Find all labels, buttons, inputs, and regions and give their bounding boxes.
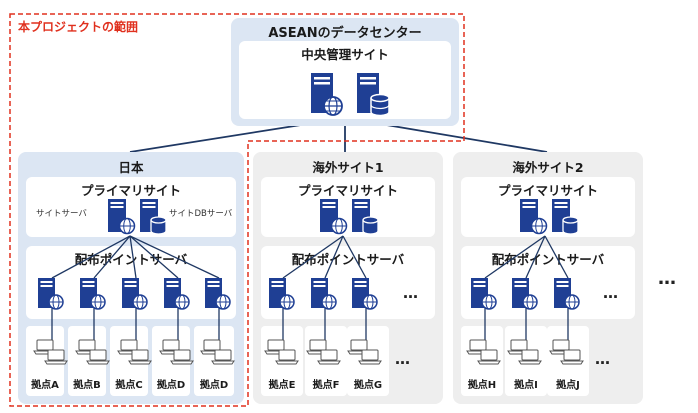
- site-db-server-icon: [352, 199, 379, 235]
- site-server-icon: [520, 199, 548, 235]
- location-label: 拠点D: [199, 380, 229, 391]
- central-site-box: 中央管理サイト: [239, 41, 451, 119]
- central-site-title: 中央管理サイト: [301, 47, 389, 62]
- site2-distribution-title: 配布ポイントサーバ: [491, 252, 605, 267]
- project-scope-label: 本プロジェクトの範囲: [18, 20, 139, 34]
- location-card-j: 拠点J: [547, 326, 589, 396]
- region-overseas-2-title: 海外サイト2: [512, 160, 584, 175]
- location-label: 拠点G: [353, 380, 383, 391]
- location-label: 拠点H: [467, 380, 497, 391]
- region-overseas-2: 海外サイト2 プライマリサイト 配布ポイントサーバ … 拠点H 拠点I 拠点J …: [453, 152, 643, 404]
- location-card-c: 拠点C: [110, 326, 148, 396]
- asean-datacenter-region: ASEANのデータセンター 中央管理サイト: [231, 18, 459, 126]
- region-overseas-1-title: 海外サイト1: [312, 160, 384, 175]
- site-server-label: サイトサーバ: [36, 209, 87, 219]
- location-card-f: 拠点F: [305, 326, 347, 396]
- location-label: 拠点B: [73, 380, 101, 391]
- location-label: 拠点I: [514, 380, 538, 391]
- site1-primary-site-box: プライマリサイト: [261, 177, 435, 237]
- site2-primary-site-box: プライマリサイト: [461, 177, 635, 237]
- site-db-server-icon: [140, 199, 167, 235]
- japan-primary-site-box: プライマリサイト サイトサーバ サイトDBサーバ: [26, 177, 236, 237]
- site1-distribution-title: 配布ポイントサーバ: [291, 252, 405, 267]
- japan-distribution-box: 配布ポイントサーバ: [26, 246, 236, 319]
- more-locations-ellipsis: …: [395, 350, 411, 368]
- location-card-d: 拠点D: [152, 326, 190, 396]
- asean-title: ASEANのデータセンター: [268, 26, 422, 41]
- site-db-server-label: サイトDBサーバ: [169, 209, 233, 219]
- region-japan: 日本 プライマリサイト サイトサーバ サイトDBサーバ 配布ポイントサーバ 拠点…: [18, 152, 244, 404]
- site-db-server-icon: [552, 199, 579, 235]
- japan-primary-title: プライマリサイト: [80, 183, 181, 198]
- location-card-d2: 拠点D: [194, 326, 234, 396]
- site1-distribution-box: 配布ポイントサーバ …: [261, 246, 435, 319]
- japan-distribution-title: 配布ポイントサーバ: [74, 252, 188, 267]
- location-card-h: 拠点H: [461, 326, 503, 396]
- location-label: 拠点J: [556, 380, 580, 391]
- location-label: 拠点C: [115, 380, 143, 391]
- more-locations-ellipsis: …: [595, 350, 611, 368]
- site1-primary-title: プライマリサイト: [297, 183, 398, 198]
- site2-primary-title: プライマリサイト: [497, 183, 598, 198]
- site2-distribution-box: 配布ポイントサーバ …: [461, 246, 635, 319]
- location-label: 拠点F: [312, 380, 340, 391]
- region-overseas-1: 海外サイト1 プライマリサイト 配布ポイントサーバ … 拠点E 拠点F 拠点G …: [253, 152, 443, 404]
- location-label: 拠点A: [31, 380, 59, 391]
- region-japan-title: 日本: [118, 160, 144, 175]
- database-server-icon: [357, 73, 389, 117]
- more-servers-ellipsis: …: [403, 284, 419, 302]
- web-server-icon: [311, 73, 343, 116]
- location-label: 拠点E: [268, 380, 296, 391]
- more-servers-ellipsis: …: [603, 284, 619, 302]
- location-label: 拠点D: [156, 380, 186, 391]
- more-sites-ellipsis: …: [658, 268, 678, 289]
- site-server-icon: [108, 199, 136, 235]
- location-card-a: 拠点A: [26, 326, 64, 396]
- location-card-i: 拠点I: [505, 326, 547, 396]
- location-card-g: 拠点G: [347, 326, 389, 396]
- site-server-icon: [320, 199, 348, 235]
- location-card-b: 拠点B: [68, 326, 106, 396]
- location-card-e: 拠点E: [261, 326, 303, 396]
